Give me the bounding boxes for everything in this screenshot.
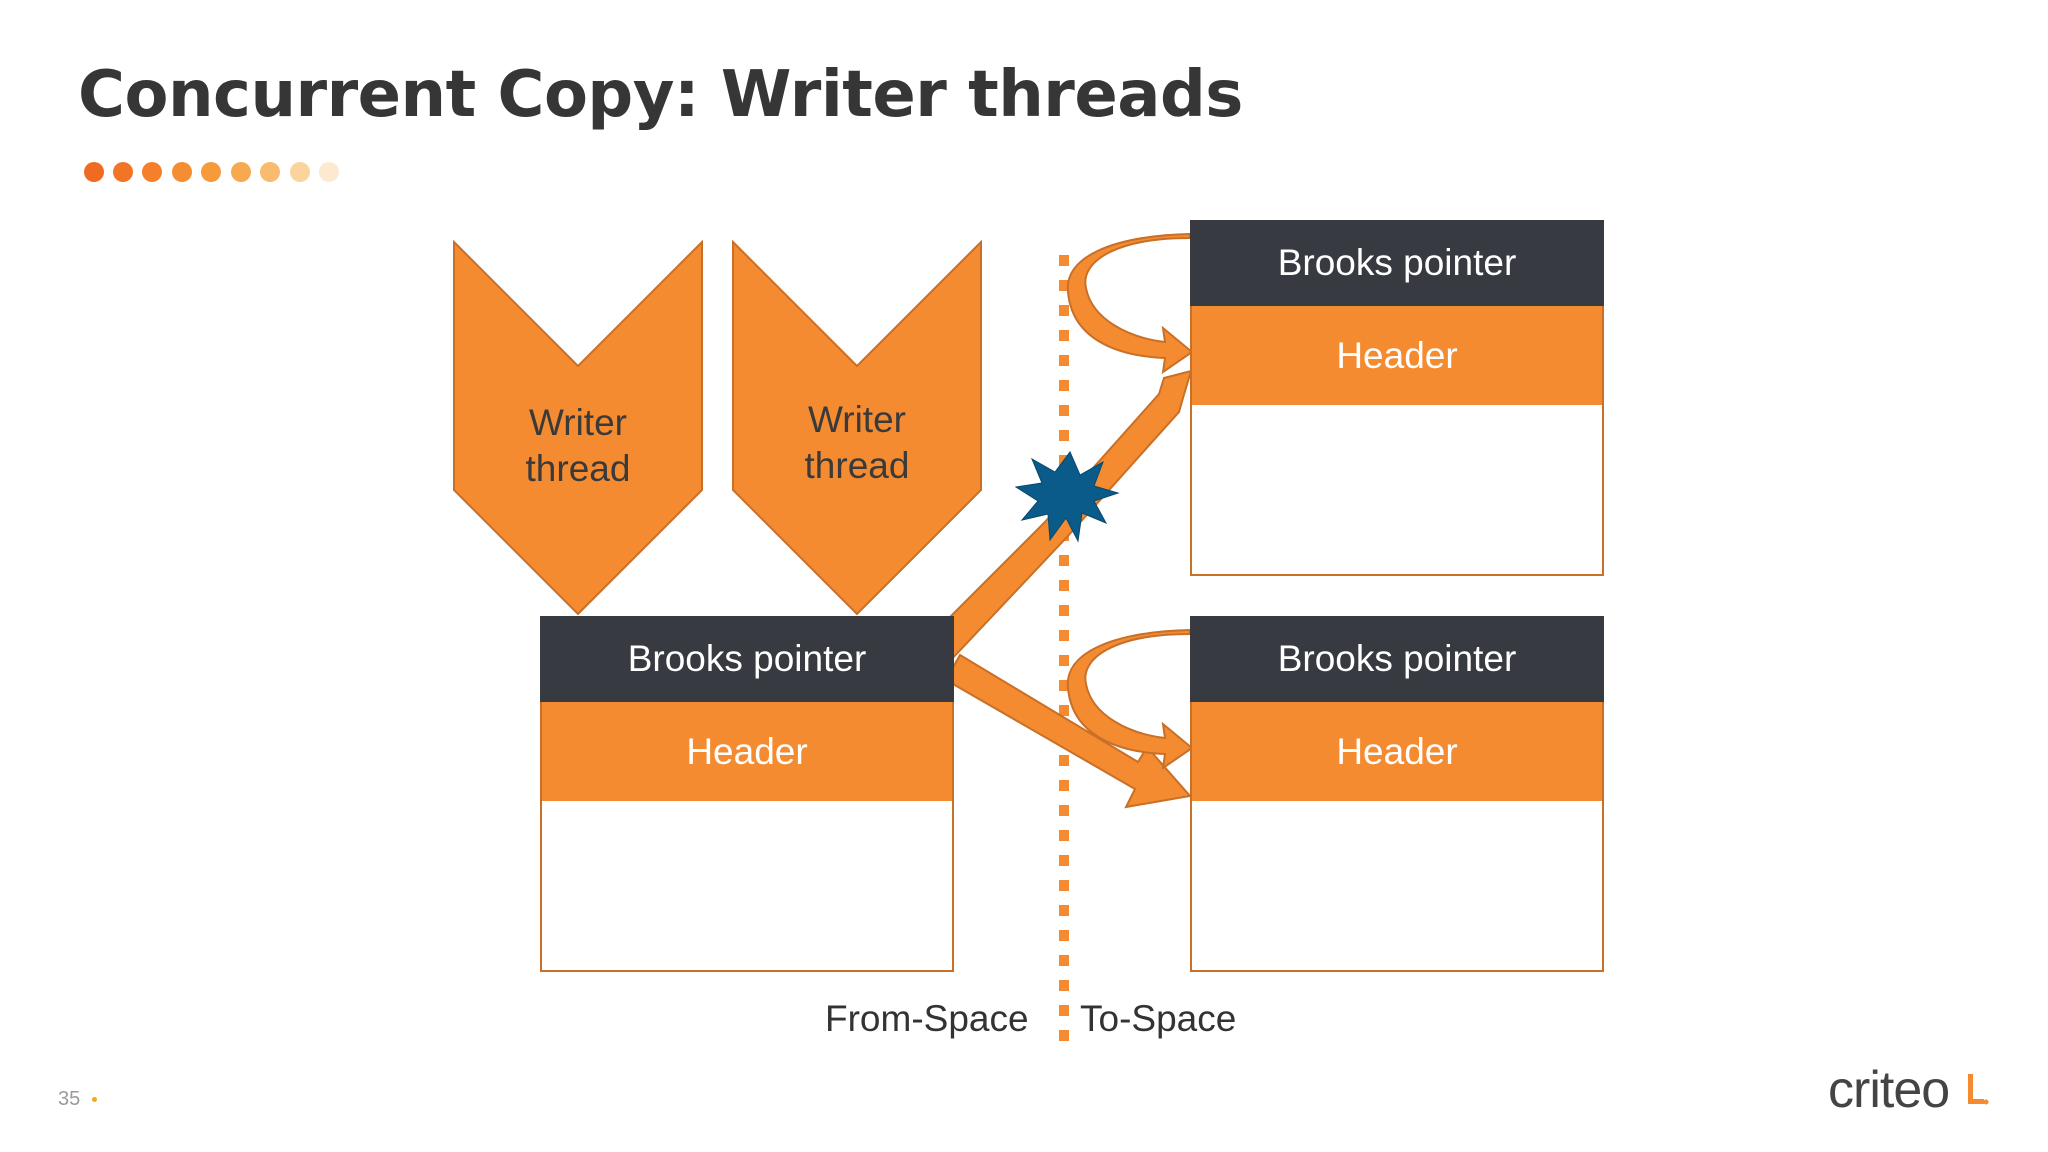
to-object-body-lower: [1190, 801, 1604, 972]
to-header-lower: Header: [1190, 702, 1604, 801]
curved-arrow-icon: [1066, 628, 1194, 771]
writer-thread-line2: thread: [804, 445, 910, 486]
logo-mark-icon: [1968, 1074, 1989, 1105]
page-number: 35: [58, 1088, 81, 1110]
from-object-body: [540, 801, 954, 972]
criteo-logo: criteo: [1828, 1061, 1950, 1119]
to-space-label: To-Space: [1080, 998, 1237, 1039]
slide-title: Concurrent Copy: Writer threads: [78, 58, 1243, 132]
title-dot: [142, 162, 162, 182]
to-brooks-pointer-upper: Brooks pointer: [1190, 220, 1604, 306]
writer-thread-label: Writer thread: [458, 400, 698, 492]
from-header: Header: [540, 702, 954, 801]
from-space-label: From-Space: [825, 998, 1029, 1039]
page-number-dot: [92, 1097, 97, 1102]
title-dot: [113, 162, 133, 182]
writer-thread-line2: thread: [525, 448, 631, 489]
to-brooks-pointer-lower: Brooks pointer: [1190, 616, 1604, 702]
title-dot: [260, 162, 280, 182]
title-dot: [231, 162, 251, 182]
title-dot: [201, 162, 221, 182]
arrow-icon: [944, 653, 1192, 809]
title-dot: [290, 162, 310, 182]
to-object-body-upper: [1190, 405, 1604, 576]
title-dot: [172, 162, 192, 182]
to-header-upper: Header: [1190, 306, 1604, 405]
writer-thread-line1: Writer: [529, 402, 627, 443]
collision-burst-icon: [1014, 451, 1120, 543]
title-dot: [84, 162, 104, 182]
title-dot: [319, 162, 339, 182]
writer-thread-line1: Writer: [808, 399, 906, 440]
writer-thread-label: Writer thread: [737, 397, 977, 489]
from-brooks-pointer: Brooks pointer: [540, 616, 954, 702]
chevron-down-icon: [732, 239, 982, 616]
chevron-down-icon: [453, 239, 703, 616]
curved-arrow-icon: [1066, 232, 1194, 375]
